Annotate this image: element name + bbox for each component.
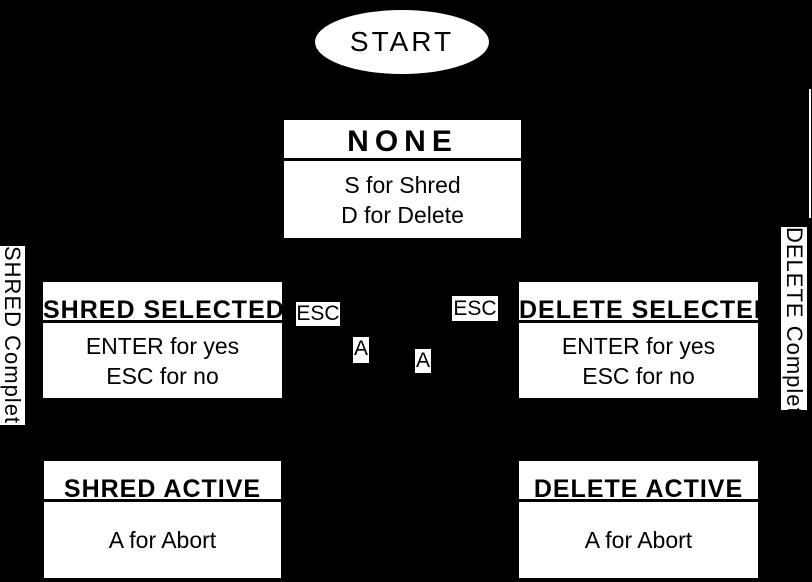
state-delete-selected-body: ENTER for yes ESC for no [519, 323, 758, 398]
state-shred-selected-line-1: ENTER for yes [85, 332, 240, 359]
clipped-label-artifact [809, 89, 811, 218]
state-delete-selected-title: DELETE SELECTED [519, 282, 758, 323]
state-none-body: S for Shred D for Delete [284, 161, 521, 238]
start-label: START [349, 26, 455, 57]
state-delete-selected: DELETE SELECTED ENTER for yes ESC for no [519, 282, 758, 398]
state-shred-selected-body: ENTER for yes ESC for no [43, 323, 282, 398]
state-delete-active: DELETE ACTIVE A for Abort [519, 461, 758, 578]
edge-label-abort-right: A [415, 349, 431, 373]
state-shred-active-title: SHRED ACTIVE [44, 461, 281, 502]
state-shred-active-body: A for Abort [44, 502, 281, 578]
state-delete-selected-line-2: ESC for no [582, 362, 695, 389]
state-delete-selected-line-1: ENTER for yes [561, 332, 716, 359]
state-shred-selected-title: SHRED SELECTED [43, 282, 282, 323]
state-delete-active-line-1: A for Abort [584, 527, 693, 553]
start-node: START [315, 10, 489, 74]
state-delete-active-body: A for Abort [519, 502, 758, 578]
state-none-line-1: S for Shred [344, 171, 461, 198]
edge-label-shred-complete: SHRED Complete [0, 246, 25, 425]
state-shred-active-line-1: A for Abort [108, 527, 217, 553]
edge-label-delete-complete: DELETE Complete [781, 227, 807, 410]
edge-label-esc-right: ESC [452, 296, 498, 321]
state-delete-active-title: DELETE ACTIVE [519, 461, 758, 502]
edge-label-abort-left: A [353, 337, 369, 363]
edge-label-esc-left: ESC [296, 302, 340, 326]
state-shred-selected: SHRED SELECTED ENTER for yes ESC for no [43, 282, 282, 398]
state-none: NONE S for Shred D for Delete [284, 120, 521, 238]
state-none-line-2: D for Delete [341, 201, 464, 228]
state-shred-active: SHRED ACTIVE A for Abort [44, 461, 281, 578]
state-none-title: NONE [284, 120, 521, 161]
state-shred-selected-line-2: ESC for no [106, 362, 219, 389]
